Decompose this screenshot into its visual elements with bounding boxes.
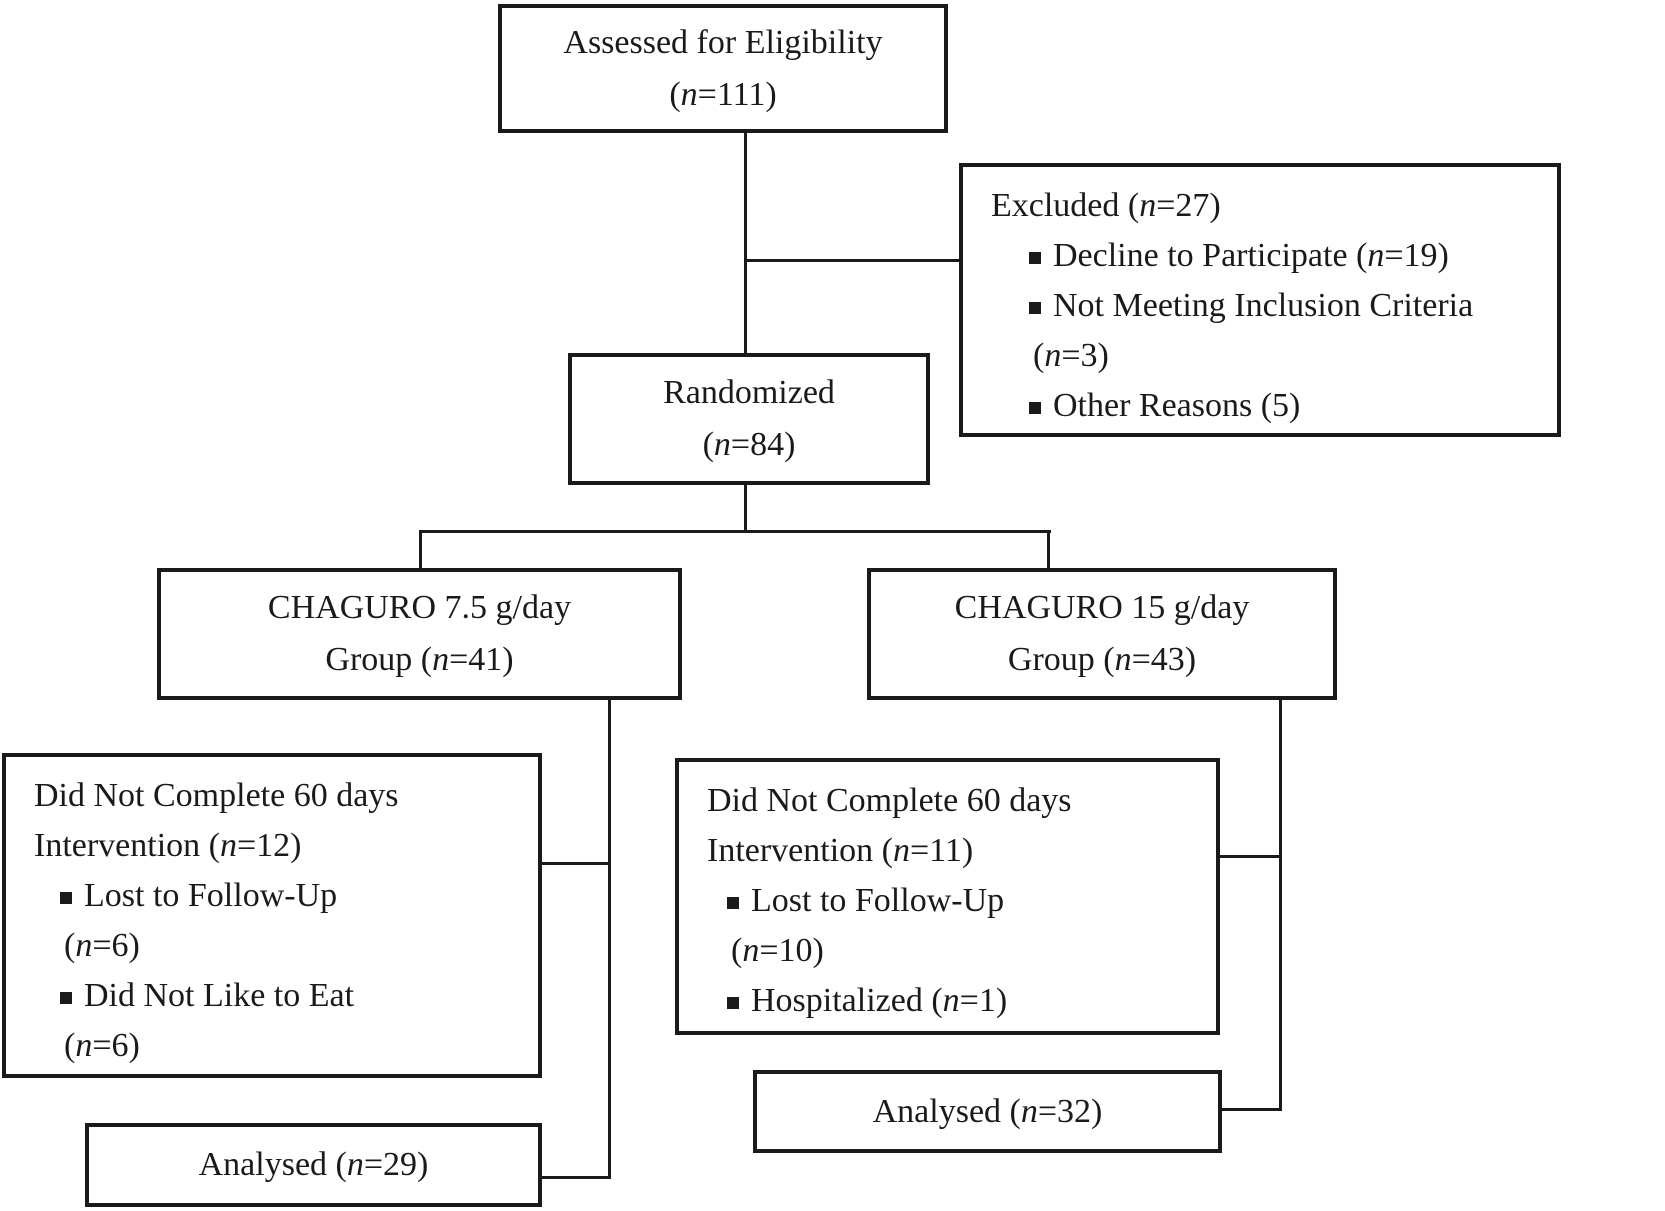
list-item-text: (n=6): [64, 1027, 140, 1064]
box-randomized: Randomized (n=84): [568, 353, 930, 485]
connector-dropout-15: [1218, 855, 1281, 858]
list-item: Lost to Follow-Up (n=10): [727, 876, 1208, 976]
list-item-text: Not Meeting Inclusion Criteria: [1053, 287, 1474, 324]
list-item-text: (n=3): [1033, 337, 1109, 374]
list-item-text: (n=6): [64, 927, 140, 964]
box-excluded: Excluded (n=27) Decline to Participate (…: [959, 163, 1561, 437]
bullet-square-icon: [60, 892, 72, 904]
dropout-list: Lost to Follow-Up (n=10) Hospitalized (n…: [707, 876, 1208, 1026]
list-item-text: Hospitalized (n=1): [751, 982, 1008, 1019]
list-item-text: (n=10): [731, 932, 824, 969]
box-title: Intervention (n=12): [34, 827, 302, 864]
box-line: Analysed (n=29): [198, 1146, 429, 1184]
box-group-chaguro-7-5: CHAGURO 7.5 g/day Group (n=41): [157, 568, 682, 700]
list-item: Did Not Like to Eat (n=6): [60, 971, 530, 1071]
connector-analysed-15: [1220, 1108, 1282, 1111]
list-item: Hospitalized (n=1): [727, 976, 1208, 1026]
connector-dropout-75: [540, 862, 610, 865]
connector-trunk-group-75: [608, 698, 611, 1179]
box-group-chaguro-15: CHAGURO 15 g/day Group (n=43): [867, 568, 1337, 700]
box-line: Assessed for Eligibility: [563, 23, 883, 61]
box-line: (n=111): [669, 75, 777, 113]
list-item: Lost to Follow-Up (n=6): [60, 871, 530, 971]
box-line: Randomized: [663, 374, 835, 412]
excluded-list: Decline to Participate (n=19) Not Meetin…: [991, 231, 1549, 431]
bullet-square-icon: [727, 997, 739, 1009]
box-title: Intervention (n=11): [707, 832, 974, 869]
connector-trunk-group-15: [1279, 698, 1282, 1111]
list-item: Decline to Participate (n=19): [1029, 231, 1549, 281]
connector-randomized-down: [744, 483, 747, 533]
connector-assessed-to-randomized: [744, 131, 747, 355]
list-item-text: Lost to Follow-Up: [84, 877, 338, 914]
box-dropout-group-15: Did Not Complete 60 days Intervention (n…: [675, 758, 1220, 1035]
bullet-square-icon: [727, 897, 739, 909]
box-line: CHAGURO 15 g/day: [954, 589, 1250, 627]
list-item-text: Decline to Participate (n=19): [1053, 237, 1449, 274]
bullet-square-icon: [1029, 252, 1041, 264]
list-item: Not Meeting Inclusion Criteria (n=3): [1029, 281, 1549, 381]
bullet-square-icon: [1029, 302, 1041, 314]
box-title: Did Not Complete 60 days: [34, 777, 399, 814]
dropout-list: Lost to Follow-Up (n=6) Did Not Like to …: [34, 871, 530, 1071]
connector-branch-to-group-15: [1047, 530, 1050, 570]
list-item-text: Lost to Follow-Up: [751, 882, 1005, 919]
box-line: Group (n=43): [1007, 641, 1197, 678]
list-item-text: Other Reasons (5): [1053, 387, 1301, 424]
connector-branch-horizontal: [419, 530, 1051, 533]
box-title: Excluded (n=27): [991, 187, 1221, 224]
connector-branch-to-group-75: [419, 530, 422, 570]
box-line: Analysed (n=32): [872, 1092, 1103, 1130]
list-item-text: Did Not Like to Eat: [84, 977, 355, 1014]
box-analysed-group-7-5: Analysed (n=29): [85, 1123, 542, 1207]
box-line: CHAGURO 7.5 g/day: [267, 589, 572, 627]
connector-analysed-75: [540, 1176, 611, 1179]
box-title: Did Not Complete 60 days: [707, 782, 1072, 819]
list-item: Other Reasons (5): [1029, 381, 1549, 431]
box-dropout-group-7-5: Did Not Complete 60 days Intervention (n…: [2, 753, 542, 1078]
box-assessed-eligibility: Assessed for Eligibility (n=111): [498, 4, 948, 133]
box-analysed-group-15: Analysed (n=32): [753, 1070, 1222, 1153]
box-line: (n=84): [702, 426, 796, 463]
bullet-square-icon: [1029, 402, 1041, 414]
bullet-square-icon: [60, 992, 72, 1004]
connector-to-excluded: [744, 259, 960, 262]
box-line: Group (n=41): [325, 641, 514, 678]
